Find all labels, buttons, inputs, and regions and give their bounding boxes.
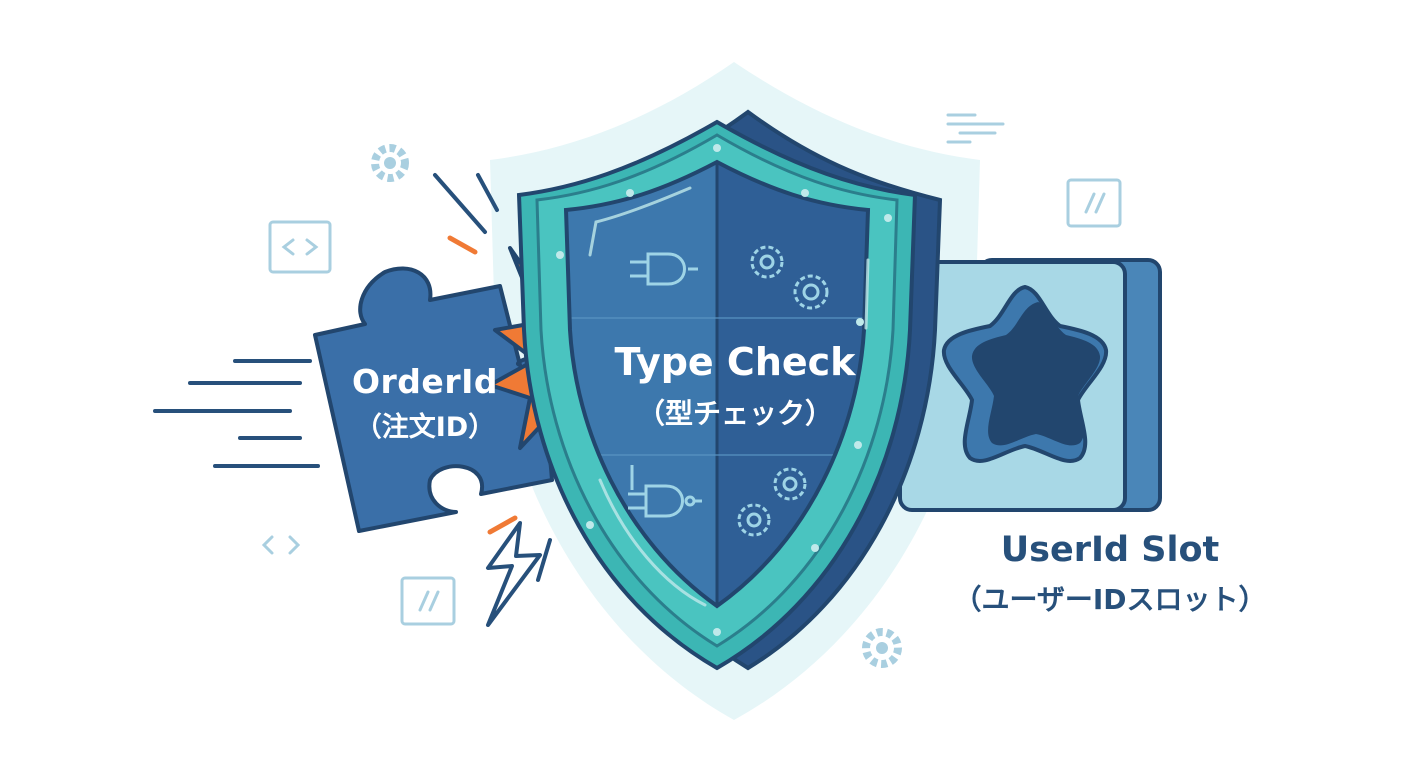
star-icon xyxy=(941,284,1109,463)
userid-slot-sublabel: （ユーザーIDスロット） xyxy=(953,583,1267,616)
code-brackets-icon xyxy=(268,220,332,274)
type-check-shield xyxy=(516,109,943,671)
type-check-sublabel: （型チェック） xyxy=(636,397,833,430)
comment-slash-icon xyxy=(400,576,456,626)
comment-slash-icon xyxy=(1066,178,1122,228)
orderid-label: OrderId xyxy=(351,362,498,401)
speed-lines xyxy=(153,359,320,468)
gear-icon xyxy=(371,144,409,182)
logic-gate-icon xyxy=(628,252,702,518)
text-lines-icon xyxy=(946,113,1005,144)
impact-marks xyxy=(433,173,552,582)
orderid-sublabel: （注文ID） xyxy=(354,412,496,443)
gear-icon xyxy=(737,245,829,537)
gear-icon xyxy=(862,628,902,668)
userid-slot xyxy=(898,258,1162,512)
type-check-label: Type Check xyxy=(614,340,856,384)
code-brackets-icon xyxy=(261,535,301,555)
userid-slot-label: UserId Slot xyxy=(1000,530,1220,570)
lightning-icon xyxy=(486,521,542,627)
